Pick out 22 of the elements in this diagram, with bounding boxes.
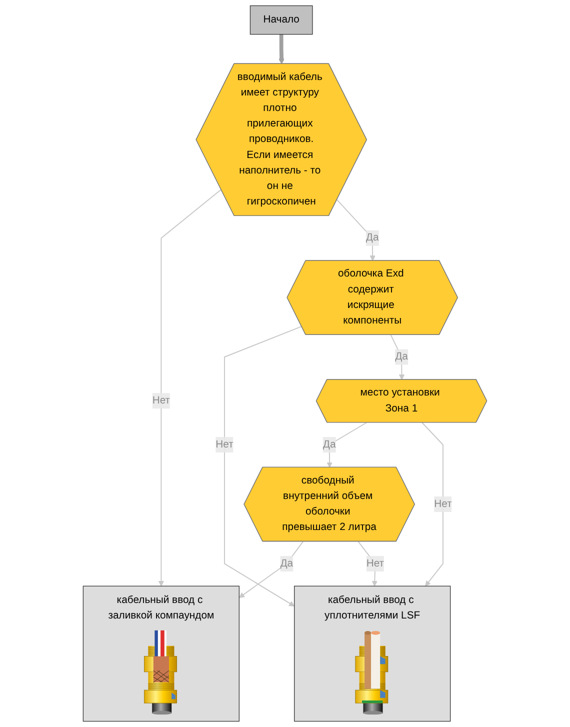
hexagon-node: место установки Зона 1 — [316, 379, 488, 423]
panel-box: кабельный ввод с уплотнителями LSF — [294, 586, 451, 722]
edge-label: Да — [280, 558, 294, 569]
edge-label: Да — [395, 351, 408, 362]
edge-label: Нет — [216, 438, 234, 450]
hexagon-node: оболочка Exd содержит искрящие компоненты — [286, 260, 458, 335]
hexagon-node: вводимый кабель имеет структуру плотно прилегающих проводников. Если имеется наполнитель - то он не гигроскопичен — [196, 63, 367, 216]
edge-label: Нет — [366, 558, 384, 569]
hexagon-node: свободный внутренний объем оболочки превышает 2 литра — [244, 466, 415, 542]
arrow — [224, 326, 302, 606]
arrow — [238, 541, 304, 598]
arrow — [422, 422, 444, 586]
edge-label: Нет — [152, 395, 170, 406]
arrow — [278, 34, 284, 64]
edge-label: Да — [366, 232, 379, 244]
panel-box: кабельный ввод с заливкой компаундом — [82, 586, 240, 722]
arrow — [336, 199, 376, 262]
edge-label: Нет — [434, 498, 452, 510]
start-box: Начало — [250, 5, 313, 35]
edge-label: Да — [322, 438, 336, 450]
arrow — [158, 189, 222, 586]
arrow — [326, 422, 368, 468]
